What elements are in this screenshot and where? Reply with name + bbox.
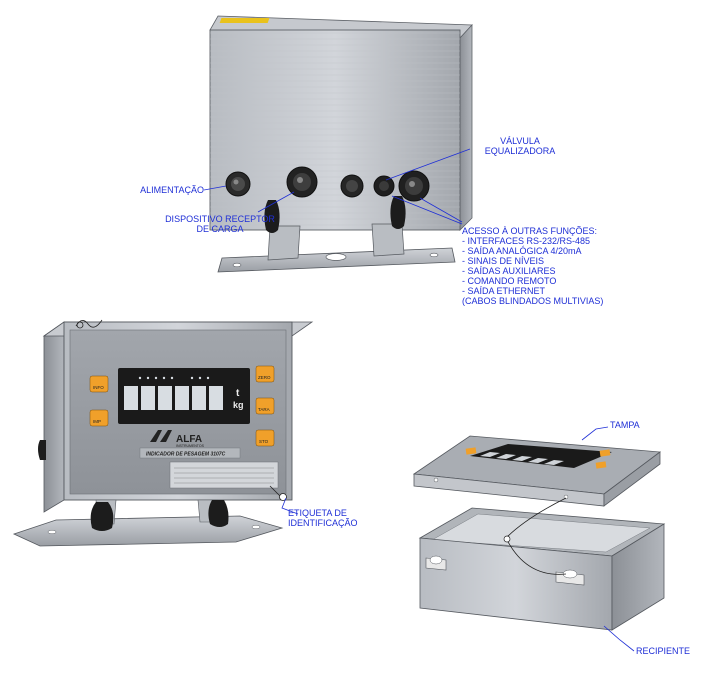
rubber-knob-right [390, 196, 406, 229]
sto-button[interactable] [255, 429, 275, 447]
tara-button-label: TARA [258, 407, 270, 412]
info-button[interactable] [89, 375, 109, 393]
gland-aux [340, 174, 364, 198]
label-acesso-item: - COMANDO REMOTO [462, 276, 557, 286]
gland-power [225, 171, 251, 197]
leader-recipiente [603, 625, 635, 652]
label-tampa: TAMPA [610, 420, 640, 430]
label-valvula: VÁLVULA EQUALIZADORA [470, 136, 570, 156]
info-button-label: INFO [93, 385, 104, 390]
label-acesso-title: ACESSO À OUTRAS FUNÇÕES: [462, 226, 598, 236]
label-dispositivo-line2: DE CARGA [196, 224, 244, 234]
label-etiqueta: ETIQUETA DE IDENTIFICAÇÃO [288, 508, 358, 528]
label-valvula-line2: EQUALIZADORA [484, 146, 556, 156]
label-valvula-line1: VÁLVULA [500, 136, 540, 146]
label-etiqueta-line1: ETIQUETA DE [288, 508, 347, 518]
label-alimentacao: ALIMENTAÇÃO [140, 185, 204, 195]
label-etiqueta-line2: IDENTIFICAÇÃO [288, 518, 358, 528]
leader-tampa [581, 426, 609, 441]
unit-kg: kg [233, 400, 244, 410]
label-acesso-item: - SAÍDA ETHERNET [462, 286, 546, 296]
label-dispositivo: DISPOSITIVO RECEPTOR DE CARGA [160, 214, 280, 234]
leader-etiqueta [281, 497, 299, 515]
label-acesso: ACESSO À OUTRAS FUNÇÕES: - INTERFACES RS… [462, 226, 603, 306]
identification-label [169, 461, 279, 489]
label-recipiente: RECIPIENTE [636, 646, 691, 656]
label-acesso-item: - SAÍDA ANALÓGICA 4/20mA [462, 246, 582, 256]
front-view-device: t kg INFO IMP ZERO TARA STO ALFA INSTRUM… [12, 319, 314, 547]
model-name: INDICADOR DE PESAGEM 3107C [146, 452, 226, 458]
tara-button[interactable] [255, 397, 275, 415]
unit-t: t [236, 388, 240, 399]
gland-load-cell [286, 166, 318, 198]
imp-button-label: IMP [93, 419, 101, 424]
leader-lines-top [203, 148, 471, 225]
warning-sticker [219, 18, 270, 23]
lid-display [470, 444, 612, 468]
label-acesso-item: - SINAIS DE NÍVEIS [462, 256, 545, 266]
brand-logo-icon [150, 430, 172, 442]
label-acesso-item: (CABOS BLINDADOS MULTIVIAS) [462, 296, 604, 306]
exploded-view [412, 435, 666, 631]
brand-name: ALFA [176, 434, 202, 445]
gland-functions [398, 170, 430, 202]
label-acesso-item: - INTERFACES RS-232/RS-485 [462, 236, 591, 246]
imp-button[interactable] [89, 409, 109, 427]
label-acesso-item: - SAÍDAS AUXILIARES [462, 266, 556, 276]
sto-button-label: STO [259, 439, 269, 444]
zero-button-label: ZERO [258, 375, 271, 380]
zero-button[interactable] [255, 365, 275, 383]
rear-view-device [209, 15, 473, 273]
rubber-knob-left [264, 200, 280, 233]
equalizing-valve [373, 175, 395, 197]
label-dispositivo-line1: DISPOSITIVO RECEPTOR [165, 214, 275, 224]
brand-sub: INSTRUMENTOS [176, 444, 205, 448]
